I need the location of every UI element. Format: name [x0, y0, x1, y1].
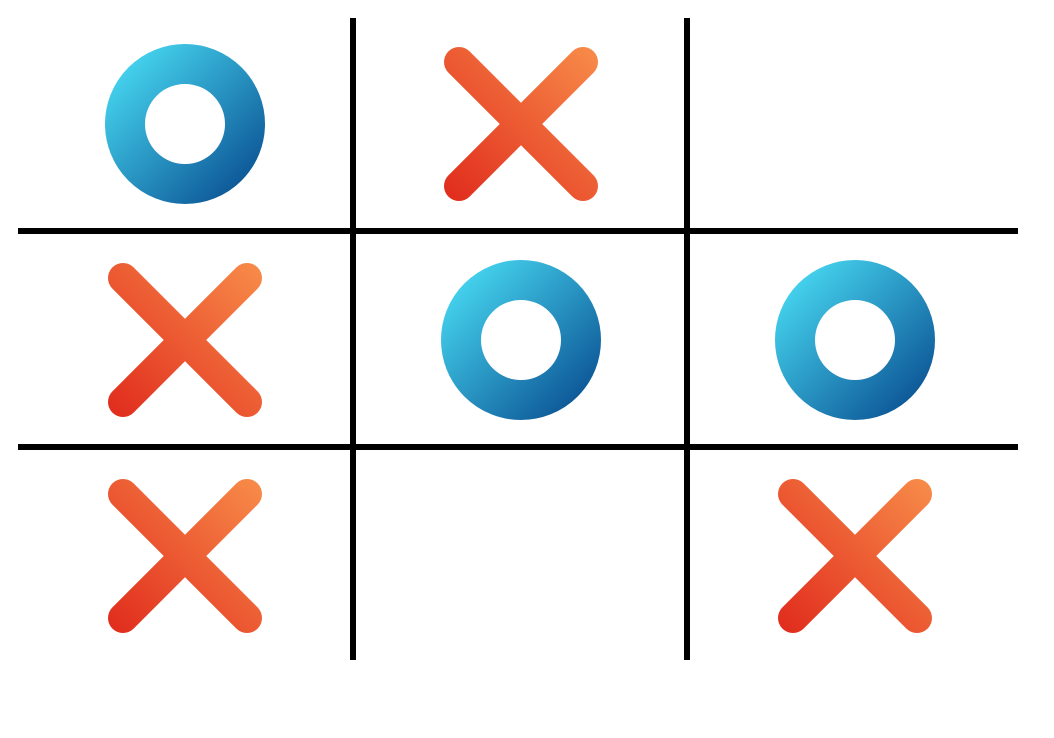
x-mark-icon — [444, 47, 598, 201]
board-cell-r1-c3[interactable] — [690, 18, 1018, 228]
x-mark-icon — [778, 479, 932, 633]
board-cell-r2-c1[interactable] — [18, 234, 350, 444]
board-cell-r1-c2[interactable] — [356, 18, 684, 228]
board-cell-r3-c2[interactable] — [356, 450, 684, 660]
x-mark-icon — [108, 479, 262, 633]
grid-line-horizontal-2 — [18, 444, 1018, 450]
o-ring-icon — [775, 260, 935, 420]
o-ring-icon — [105, 44, 265, 204]
board-cell-r2-c2[interactable] — [356, 234, 684, 444]
o-ring-icon — [441, 260, 601, 420]
board-grid-lines — [18, 18, 1018, 660]
x-mark-icon — [108, 263, 262, 417]
cell-hit-area[interactable] — [356, 450, 684, 660]
grid-line-vertical-1 — [350, 18, 356, 660]
board-cell-r3-c3[interactable] — [690, 450, 1018, 660]
grid-line-vertical-2 — [684, 18, 690, 660]
grid-line-horizontal-1 — [18, 228, 1018, 234]
board-cell-r2-c3[interactable] — [690, 234, 1018, 444]
board-cells — [18, 18, 1018, 660]
cell-hit-area[interactable] — [690, 18, 1018, 228]
board-cell-r3-c1[interactable] — [18, 450, 350, 660]
board-cell-r1-c1[interactable] — [18, 18, 350, 228]
